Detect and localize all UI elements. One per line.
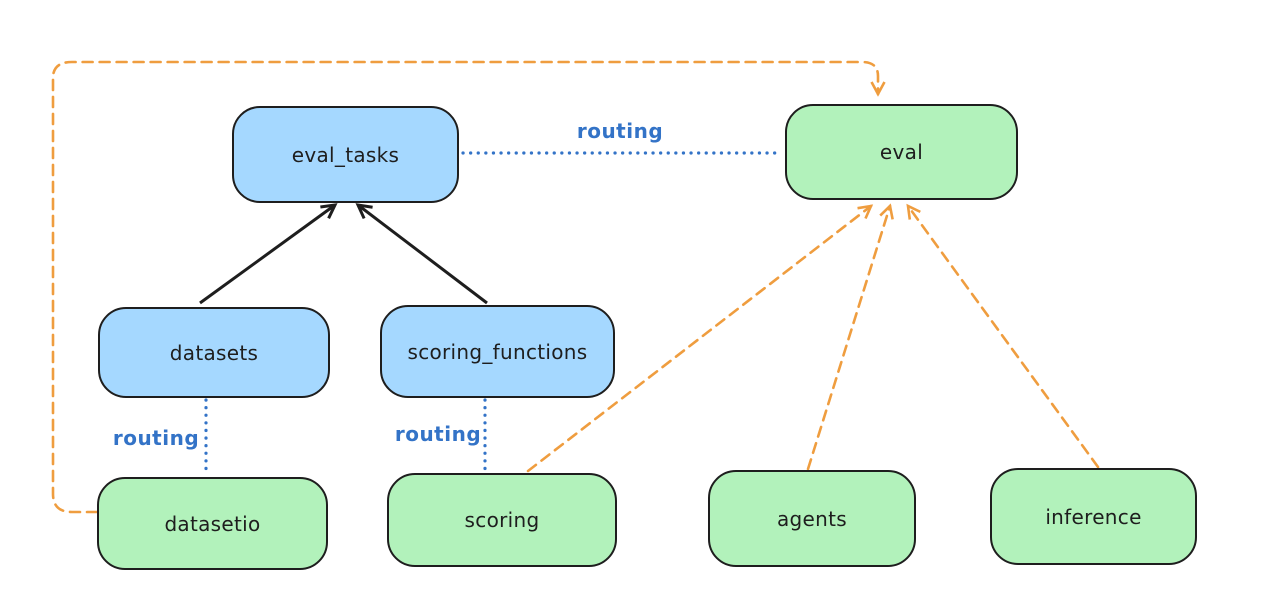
edge-scoring-to-eval	[526, 204, 874, 473]
edge-label-routing-middle: routing	[394, 422, 482, 446]
node-scoring-functions-label: scoring_functions	[407, 339, 588, 364]
node-scoring: scoring	[387, 473, 617, 567]
edge-label-routing-top: routing	[576, 119, 664, 143]
edge-agents-to-eval	[806, 203, 894, 471]
edge-inference-to-eval	[906, 203, 1100, 469]
edge-label-routing-left: routing	[112, 426, 200, 450]
edge-scoring-functions-to-eval-tasks	[355, 203, 488, 305]
node-agents: agents	[708, 470, 916, 567]
node-eval-label: eval	[879, 140, 924, 164]
node-datasetio-label: datasetio	[164, 511, 261, 536]
node-datasets-label: datasets	[169, 340, 259, 365]
node-scoring-label: scoring	[464, 508, 540, 532]
edge-datasets-to-eval-tasks	[199, 203, 338, 305]
node-eval: eval	[785, 104, 1018, 200]
node-inference: inference	[990, 468, 1197, 565]
node-inference-label: inference	[1045, 504, 1142, 529]
edge-datasetio-to-eval	[51, 60, 886, 514]
node-eval-tasks-label: eval_tasks	[291, 142, 400, 167]
node-agents-label: agents	[777, 506, 847, 531]
node-scoring-functions: scoring_functions	[380, 305, 615, 398]
node-datasets: datasets	[98, 307, 330, 398]
node-eval-tasks: eval_tasks	[232, 106, 459, 203]
node-datasetio: datasetio	[97, 477, 328, 570]
